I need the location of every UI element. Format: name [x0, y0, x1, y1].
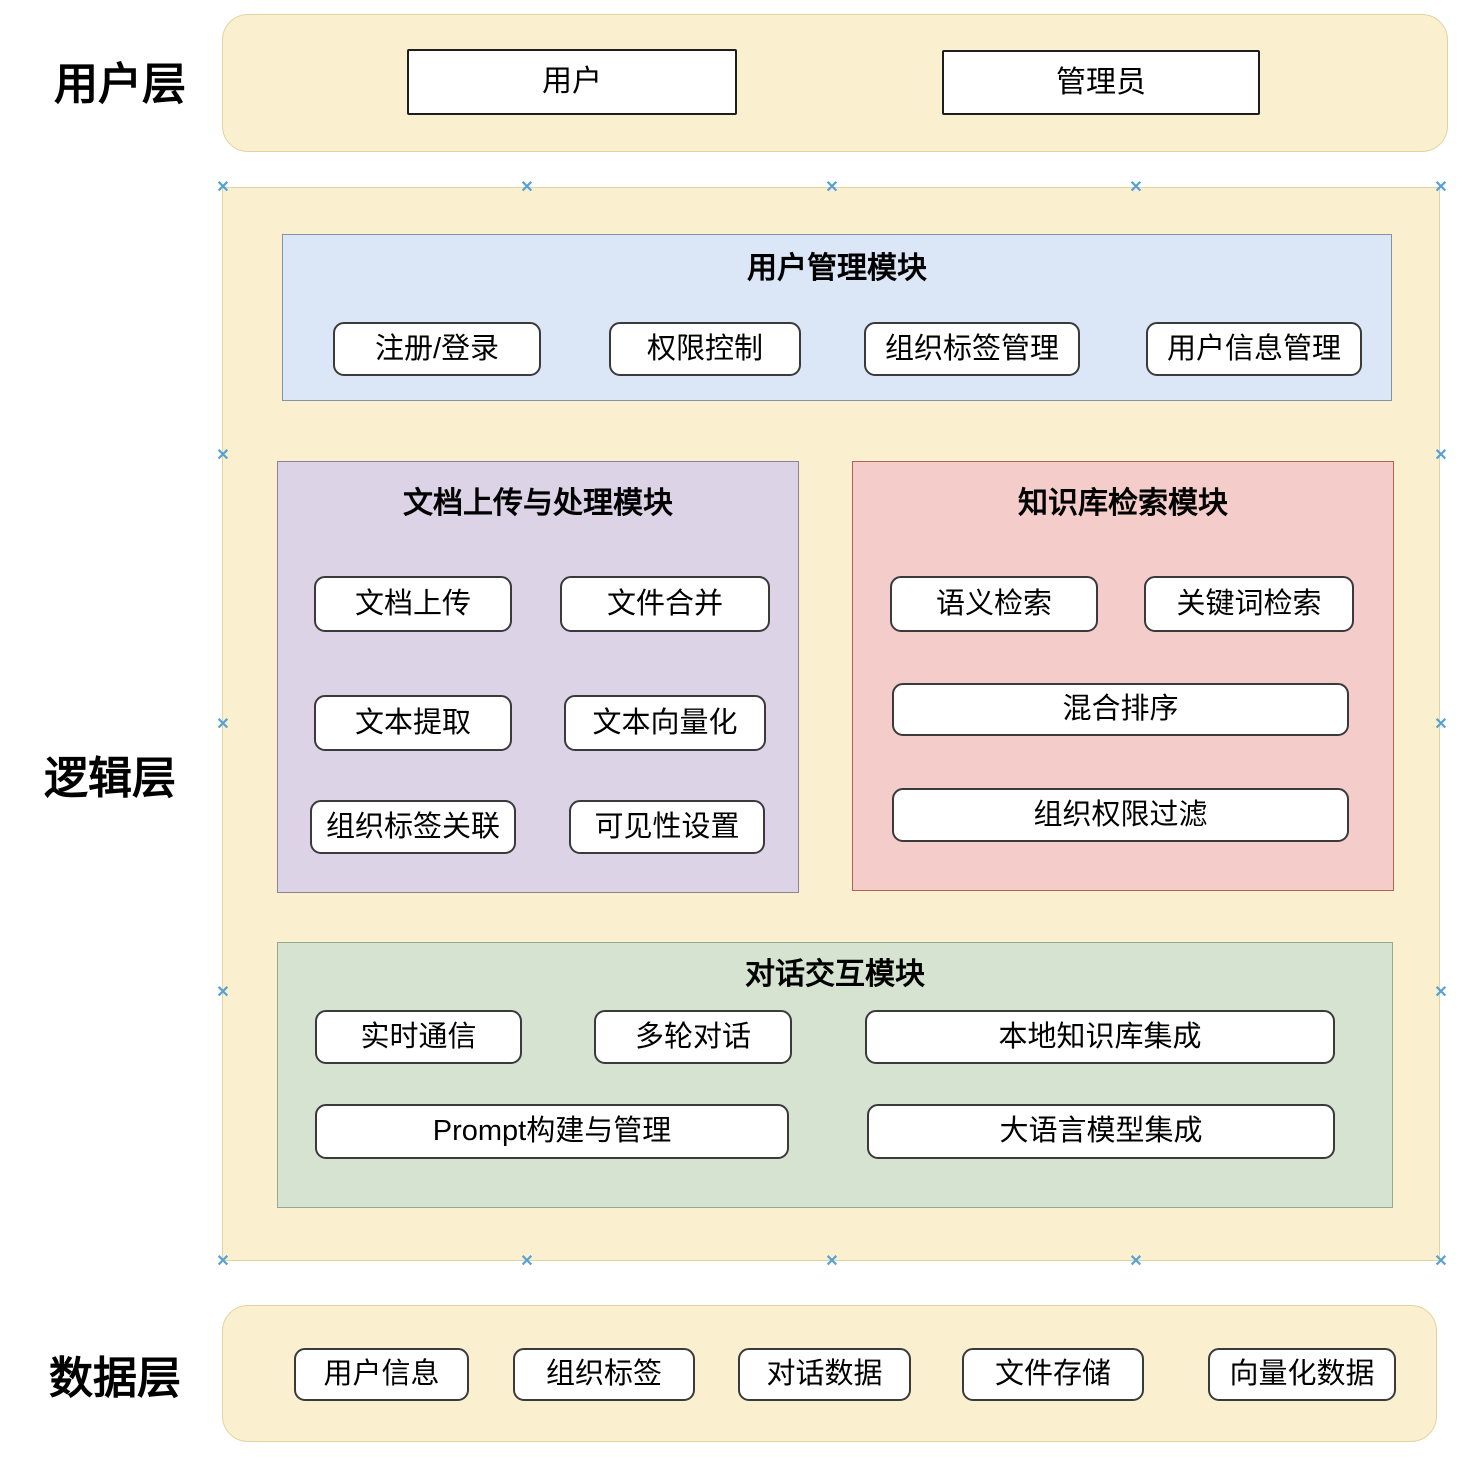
logic-layer[interactable]: ✕ ✕ ✕ ✕ ✕ ✕ ✕ ✕ ✕ ✕ ✕ ✕ ✕ ✕ ✕ ✕ 用户管理模块 注… [216, 180, 1447, 1270]
connection-point-icon[interactable]: ✕ [520, 179, 534, 196]
node-file-merge[interactable]: 文件合并 [560, 576, 770, 632]
connection-point-icon[interactable]: ✕ [216, 984, 230, 1001]
node-keyword-search[interactable]: 关键词检索 [1144, 576, 1354, 632]
connection-point-icon[interactable]: ✕ [1434, 1253, 1448, 1270]
node-org-tag-association[interactable]: 组织标签关联 [310, 800, 516, 854]
node-multi-turn-dialogue[interactable]: 多轮对话 [594, 1010, 792, 1064]
node-doc-upload[interactable]: 文档上传 [314, 576, 512, 632]
node-prompt-management[interactable]: Prompt构建与管理 [315, 1104, 789, 1159]
module-doc-processing[interactable]: 文档上传与处理模块 文档上传 文件合并 文本提取 文本向量化 组织标签关联 可见… [277, 461, 799, 893]
connection-point-icon[interactable]: ✕ [216, 1253, 230, 1270]
node-hybrid-ranking[interactable]: 混合排序 [892, 683, 1349, 736]
node-org-tag-management[interactable]: 组织标签管理 [864, 322, 1080, 376]
node-text-vectorization[interactable]: 文本向量化 [564, 695, 766, 751]
node-text-extraction[interactable]: 文本提取 [314, 695, 512, 751]
node-permission-control[interactable]: 权限控制 [609, 322, 801, 376]
module-title: 知识库检索模块 [1018, 487, 1228, 520]
node-llm-integration[interactable]: 大语言模型集成 [867, 1104, 1335, 1159]
connection-point-icon[interactable]: ✕ [1129, 179, 1143, 196]
node-user-data[interactable]: 用户信息 [294, 1348, 469, 1401]
node-dialogue-data[interactable]: 对话数据 [738, 1348, 911, 1401]
connection-point-icon[interactable]: ✕ [1434, 716, 1448, 733]
module-chat-interaction[interactable]: 对话交互模块 实时通信 多轮对话 本地知识库集成 Prompt构建与管理 大语言… [277, 942, 1393, 1208]
module-user-management[interactable]: 用户管理模块 注册/登录 权限控制 组织标签管理 用户信息管理 [282, 234, 1392, 401]
node-user[interactable]: 用户 [407, 49, 737, 115]
connection-point-icon[interactable]: ✕ [216, 716, 230, 733]
connection-point-icon[interactable]: ✕ [520, 1253, 534, 1270]
user-layer-label: 用户层 [54, 60, 186, 109]
node-admin[interactable]: 管理员 [942, 50, 1260, 115]
connection-point-icon[interactable]: ✕ [216, 179, 230, 196]
data-layer[interactable]: 用户信息 组织标签 对话数据 文件存储 向量化数据 [222, 1305, 1437, 1442]
connection-point-icon[interactable]: ✕ [825, 1253, 839, 1270]
node-local-kb-integration[interactable]: 本地知识库集成 [865, 1010, 1335, 1064]
node-file-storage[interactable]: 文件存储 [962, 1348, 1144, 1401]
module-title: 用户管理模块 [747, 252, 927, 285]
data-layer-label: 数据层 [49, 1354, 181, 1403]
module-title: 对话交互模块 [745, 958, 925, 991]
connection-point-icon[interactable]: ✕ [1434, 984, 1448, 1001]
user-layer[interactable]: 用户 管理员 [222, 14, 1448, 152]
node-user-info-management[interactable]: 用户信息管理 [1146, 322, 1362, 376]
node-visibility-settings[interactable]: 可见性设置 [569, 800, 765, 854]
node-realtime-communication[interactable]: 实时通信 [315, 1010, 522, 1064]
node-org-permission-filter[interactable]: 组织权限过滤 [892, 788, 1349, 842]
logic-layer-label: 逻辑层 [44, 754, 176, 803]
connection-point-icon[interactable]: ✕ [1434, 179, 1448, 196]
node-semantic-search[interactable]: 语义检索 [890, 576, 1098, 632]
node-vectorized-data[interactable]: 向量化数据 [1208, 1348, 1396, 1401]
connection-point-icon[interactable]: ✕ [1129, 1253, 1143, 1270]
connection-point-icon[interactable]: ✕ [216, 447, 230, 464]
node-register-login[interactable]: 注册/登录 [333, 322, 541, 376]
module-kb-retrieval[interactable]: 知识库检索模块 语义检索 关键词检索 混合排序 组织权限过滤 [852, 461, 1394, 891]
connection-point-icon[interactable]: ✕ [1434, 447, 1448, 464]
node-org-tag-data[interactable]: 组织标签 [513, 1348, 695, 1401]
module-title: 文档上传与处理模块 [403, 487, 673, 520]
connection-point-icon[interactable]: ✕ [825, 179, 839, 196]
